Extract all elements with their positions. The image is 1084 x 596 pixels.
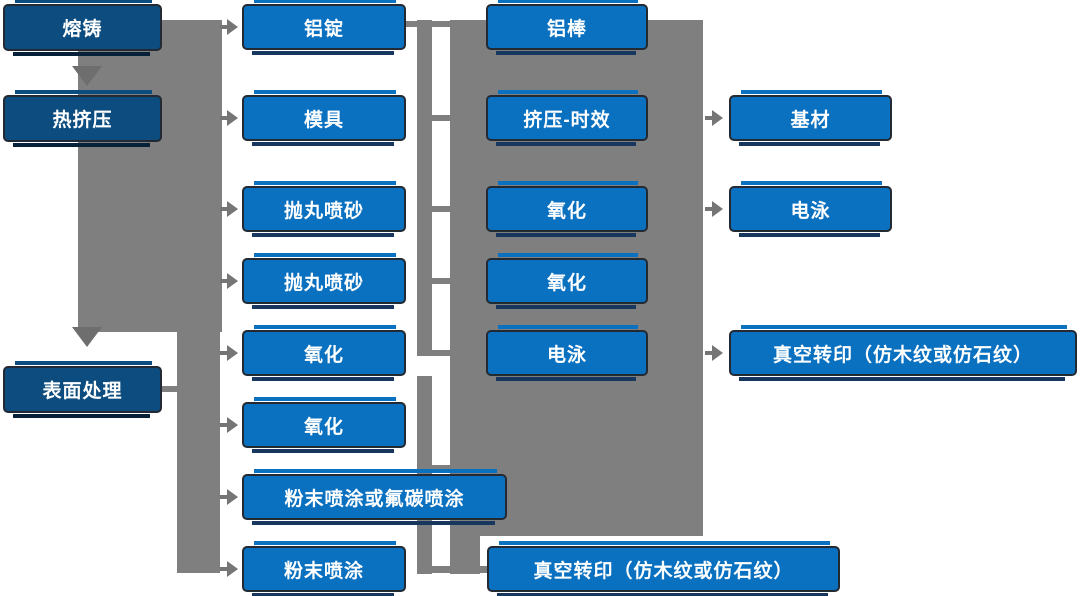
node-surface-treatment: 表面处理 xyxy=(3,361,162,418)
node-label: 真空转印（仿木纹或仿石纹） xyxy=(533,560,794,582)
node-aluminum-ingot: 铝锭 xyxy=(242,0,406,55)
node-label: 粉末喷涂 xyxy=(283,560,364,582)
node-vacuum-transfer-right: 真空转印（仿木纹或仿石纹） xyxy=(729,325,1077,381)
node-label: 真空转印（仿木纹或仿石纹） xyxy=(772,344,1033,366)
connector-stub-rail-row4 xyxy=(432,278,450,284)
node-label: 铝锭 xyxy=(303,18,344,40)
node-label: 电泳 xyxy=(546,344,587,366)
arrow-right-to-aluminum-ingot xyxy=(220,19,238,35)
node-electrophoresis-right: 电泳 xyxy=(729,181,892,237)
node-extrusion-aging: 挤压-时效 xyxy=(486,90,648,146)
node-oxidation-1: 氧化 xyxy=(242,325,406,381)
node-mold: 模具 xyxy=(242,90,406,146)
arrow-right-to-powder-fluorocarbon xyxy=(220,489,238,505)
node-oxidation-2: 氧化 xyxy=(242,397,406,453)
arrow-down-to-hot-extrusion xyxy=(72,66,102,86)
node-electrophoresis-mid: 电泳 xyxy=(486,325,648,381)
connector-stub-ingot-to-rail xyxy=(404,21,417,27)
node-label: 热挤压 xyxy=(52,110,113,131)
arrow-right-to-vacuum-transfer xyxy=(705,345,723,361)
node-label: 基材 xyxy=(790,109,831,131)
connector-stub-rail-row5 xyxy=(432,350,450,356)
arrow-down-to-surface-treatment xyxy=(72,327,102,347)
arrow-right-to-shot-blasting-2 xyxy=(220,273,238,289)
connector-stub-rail-row2 xyxy=(432,115,450,121)
connector-band-left-lower xyxy=(177,332,220,573)
node-label: 氧化 xyxy=(546,200,587,222)
node-melting-casting: 熔铸 xyxy=(3,0,162,56)
node-label: 电泳 xyxy=(790,200,831,222)
node-powder-coating: 粉末喷涂 xyxy=(242,541,406,596)
arrow-right-to-powder-coating xyxy=(220,561,238,577)
connector-stub-surface-treatment xyxy=(160,386,177,392)
connector-band-center-foot xyxy=(450,536,480,574)
arrow-right-to-oxidation-1 xyxy=(220,345,238,361)
node-shot-blasting-2: 抛丸喷砂 xyxy=(242,253,406,309)
node-vacuum-transfer-bottom: 真空转印（仿木纹或仿石纹） xyxy=(487,541,840,596)
connector-band-left-main xyxy=(78,20,222,332)
node-label: 粉末喷涂或氟碳喷涂 xyxy=(284,488,465,510)
arrow-right-to-shot-blasting-1 xyxy=(220,201,238,217)
arrow-right-to-electrophoresis xyxy=(705,201,723,217)
node-shot-blasting-1: 抛丸喷砂 xyxy=(242,181,406,237)
node-oxidation-3: 氧化 xyxy=(486,181,648,237)
node-powder-or-fluorocarbon-coating: 粉末喷涂或氟碳喷涂 xyxy=(242,469,507,525)
node-oxidation-4: 氧化 xyxy=(486,253,648,309)
node-substrate: 基材 xyxy=(729,90,892,146)
arrow-right-to-mold xyxy=(220,110,238,126)
connector-rail-upper xyxy=(417,20,432,356)
node-label: 铝棒 xyxy=(546,18,587,40)
node-label: 表面处理 xyxy=(42,381,123,402)
node-label: 氧化 xyxy=(546,272,587,294)
node-label: 挤压-时效 xyxy=(523,109,611,131)
node-label: 抛丸喷砂 xyxy=(283,272,364,294)
node-label: 熔铸 xyxy=(62,19,103,40)
connector-stub-rail-row3 xyxy=(432,206,450,212)
node-label: 抛丸喷砂 xyxy=(283,200,364,222)
node-label: 氧化 xyxy=(303,344,344,366)
connector-stub-rail-row7 xyxy=(432,465,450,471)
node-label: 模具 xyxy=(303,109,344,131)
node-hot-extrusion: 热挤压 xyxy=(3,90,162,147)
node-label: 氧化 xyxy=(303,416,344,438)
arrow-right-to-substrate xyxy=(705,110,723,126)
node-aluminum-rod: 铝棒 xyxy=(486,0,648,55)
connector-stub-rail-row1 xyxy=(432,21,450,27)
arrow-right-to-oxidation-2 xyxy=(220,417,238,433)
